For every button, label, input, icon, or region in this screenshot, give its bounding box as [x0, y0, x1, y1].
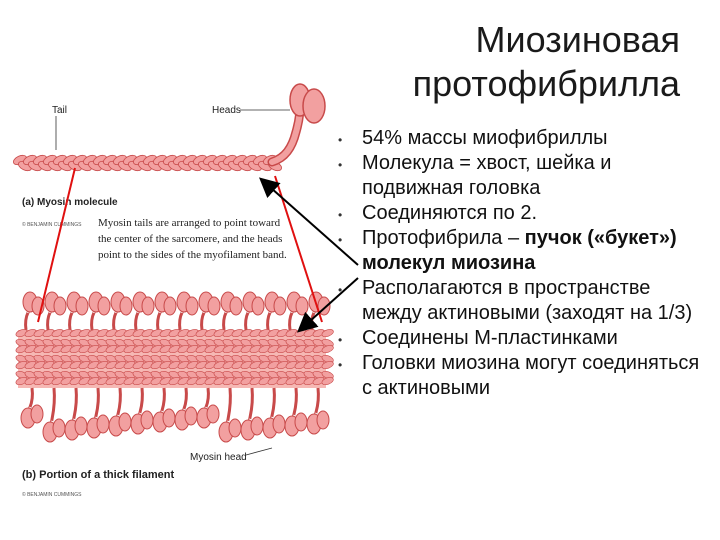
myosin-tail — [13, 154, 282, 172]
bullet-icon: • — [338, 283, 343, 297]
figure-note: Myosin tails are arranged to point towar… — [98, 217, 287, 261]
label-tail: Tail — [52, 105, 67, 116]
bullet-item: •Молекула = хвост, шейка и подвижная гол… — [338, 152, 612, 199]
bullet-item: •Соединены М-пластинками — [336, 326, 706, 351]
bullet-icon: • — [338, 158, 343, 172]
bullet-item: •54% массы миофибриллы — [336, 126, 706, 151]
bullet-arrows — [259, 177, 359, 333]
arrow-to-filament — [297, 277, 359, 333]
label-myosin-head: Myosin head — [190, 452, 247, 463]
caption-a: (a) Myosin molecule — [22, 197, 118, 208]
arrow-to-molecule — [259, 177, 359, 266]
svg-text:the center of the sarcomere, a: the center of the sarcomere, and the hea… — [98, 233, 282, 245]
slide-title: Миозиновая протофибрилла — [300, 18, 680, 106]
myosin-heads-bottom-row — [20, 387, 330, 443]
bullet-list: •54% массы миофибриллы •Молекула = хвост… — [336, 126, 706, 401]
bullet-icon: • — [338, 133, 343, 147]
svg-text:point to the sides of the myof: point to the sides of the myofilament ba… — [98, 249, 287, 261]
caption-b: (b) Portion of a thick filament — [22, 469, 175, 481]
myosin-molecule-diagram: Tail Heads (a) Myosin molecule © BENJAMI… — [13, 83, 326, 228]
filament-bundle — [15, 329, 334, 388]
bullet-item: •Соединяются по 2. — [336, 201, 706, 226]
title-line-2: протофибрилла — [412, 63, 680, 104]
title-line-1: Миозиновая — [475, 19, 680, 60]
bullet-item: •Протофибрила – пучок («букет») молекул … — [338, 227, 677, 274]
bullet-icon: • — [338, 233, 343, 247]
pointer-lines — [37, 167, 323, 323]
label-heads: Heads — [212, 105, 241, 116]
copyright-a: © BENJAMIN CUMMINGS — [22, 221, 82, 228]
thick-filament-diagram: Myosin head (b) Portion of a thick filam… — [15, 291, 334, 498]
myosin-heads-top-row — [22, 291, 331, 331]
bullet-item: •Головки миозина могут соединяться с акт… — [338, 352, 700, 399]
copyright-b: © BENJAMIN CUMMINGS — [22, 491, 82, 498]
myosin-head-2 — [302, 88, 326, 124]
bullet-item: •Располагаются в пространстве между акти… — [338, 277, 693, 324]
bullet-icon: • — [338, 208, 343, 222]
bullet-icon: • — [338, 333, 343, 347]
svg-text:Myosin tails are arranged to p: Myosin tails are arranged to point towar… — [98, 217, 281, 229]
bullet-icon: • — [338, 358, 343, 372]
